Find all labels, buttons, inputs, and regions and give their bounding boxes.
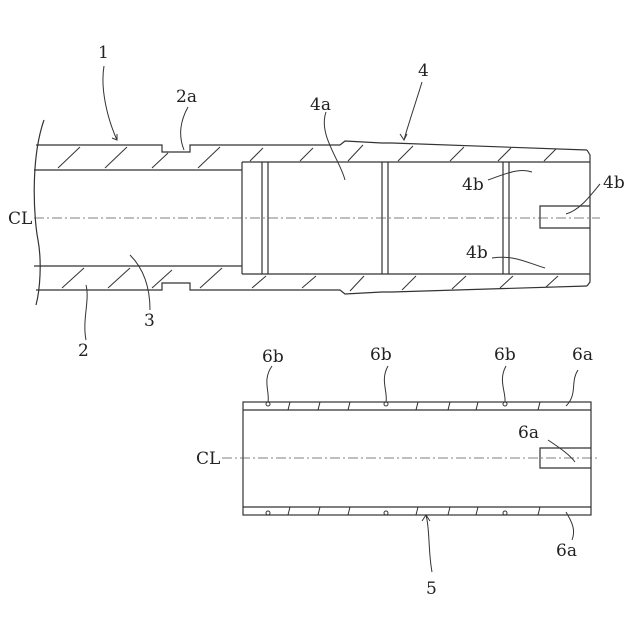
label-4b-upper: 4b [462, 175, 484, 195]
lower-leaders [267, 366, 578, 572]
label-cl-upper: CL [8, 209, 32, 229]
hatch-top [58, 145, 556, 168]
label-4a: 4a [310, 95, 331, 115]
label-cl-lower: CL [196, 449, 220, 469]
label-6b-2: 6b [370, 345, 392, 365]
label-5: 5 [426, 579, 437, 599]
notches [266, 402, 507, 515]
label-6a-top: 6a [572, 345, 593, 365]
label-2a: 2a [176, 87, 197, 107]
label-6b-1: 6b [262, 347, 284, 367]
lower-outer-box [243, 402, 591, 515]
label-1: 1 [98, 43, 109, 63]
break-line [34, 120, 44, 305]
hatch-bottom [62, 268, 558, 291]
label-3: 3 [144, 311, 155, 331]
label-6a-slot: 6a [518, 423, 539, 443]
lower-hatch [288, 402, 540, 515]
lower-component: 6b 6b 6b 6a 6a CL 6a 5 [196, 345, 598, 599]
outer-top-line [36, 141, 587, 152]
label-4b-lower: 4b [466, 243, 488, 263]
upper-assembly: 1 2a 4 4a 4b 4b 4b CL 3 2 [8, 43, 625, 361]
end-slot [540, 206, 590, 228]
label-2: 2 [78, 341, 89, 361]
label-6b-3: 6b [494, 345, 516, 365]
label-6a-bottom: 6a [556, 541, 577, 561]
label-4b-slot: 4b [603, 173, 625, 193]
upper-leaders [85, 66, 600, 340]
label-4: 4 [418, 61, 429, 81]
